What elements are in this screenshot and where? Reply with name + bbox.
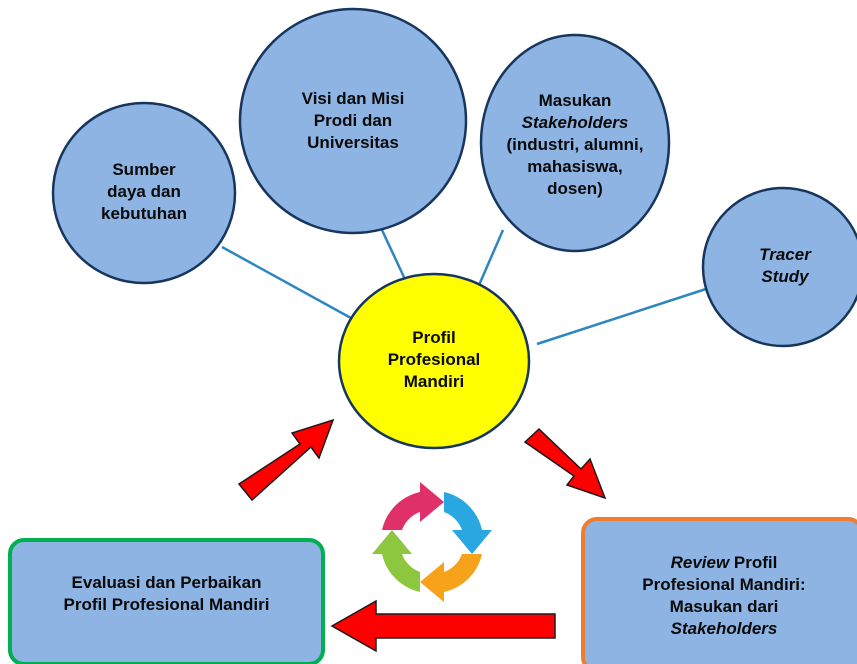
box-evaluasi-line-1: Evaluasi dan Perbaikan xyxy=(71,573,262,592)
box-evaluasi-line-2: Profil Profesional Mandiri xyxy=(63,595,270,614)
node-masukan-line-1: Masukan xyxy=(538,91,612,110)
connector-masukan xyxy=(474,229,505,293)
node-visi-circle xyxy=(238,7,468,235)
connectors xyxy=(221,229,707,346)
node-sumber-line-3: kebutuhan xyxy=(101,204,187,223)
cycle-segment-pink xyxy=(382,482,444,530)
box-evaluasi-rect xyxy=(8,538,325,664)
node-profil-line-1: Profil xyxy=(412,328,456,347)
node-masukan-circle xyxy=(479,33,671,253)
arrow-to-evaluasi xyxy=(330,599,556,653)
node-visi-line-3: Universitas xyxy=(307,133,399,152)
node-visi-line-2: Prodi dan xyxy=(313,111,393,130)
node-tracer-line-1: Tracer xyxy=(759,245,811,264)
node-profil-line-3: Mandiri xyxy=(403,372,465,391)
connector-tracer xyxy=(536,287,707,346)
box-review-label: Review Profil Profesional Mandiri: Masuk… xyxy=(598,548,850,644)
node-sumber-line-1: Sumber xyxy=(112,160,176,179)
box-evaluasi-label: Evaluasi dan Perbaikan Profil Profesiona… xyxy=(12,566,321,622)
node-sumber-line-2: daya dan xyxy=(107,182,181,201)
cycle-icon xyxy=(372,482,492,602)
node-masukan-label: Masukan Stakeholders (industri, alumni, … xyxy=(495,85,655,205)
node-tracer-label: Tracer Study xyxy=(735,236,835,296)
box-review-line-3: Masukan dari xyxy=(669,597,779,616)
cycle-segment-green xyxy=(372,530,420,592)
node-sumber-label: Sumber daya dan kebutuhan xyxy=(64,146,224,238)
node-masukan-line-3: (industri, alumni, xyxy=(506,135,644,154)
cycle-segment-orange xyxy=(420,554,482,602)
node-visi-label: Visi dan Misi Prodi dan Universitas xyxy=(263,75,443,167)
node-masukan-line-4: mahasiswa, xyxy=(527,157,623,176)
node-tracer-line-2: Study xyxy=(761,267,809,286)
box-review-rect xyxy=(581,517,857,664)
arrow-to-profil xyxy=(237,418,335,502)
node-tracer-circle xyxy=(701,186,857,348)
node-profil-line-2: Profesional xyxy=(387,350,481,369)
node-profil-circle xyxy=(337,272,531,450)
box-review-line-1-italic: Review xyxy=(670,553,730,572)
node-profil-label: Profil Profesional Mandiri xyxy=(359,320,509,400)
box-review-line-2: Profesional Mandiri: xyxy=(642,575,806,594)
connector-sumber xyxy=(221,245,361,325)
box-review-line-4: Stakeholders xyxy=(670,619,778,638)
node-masukan-line-2: Stakeholders xyxy=(521,113,629,132)
arrow-to-review xyxy=(523,427,607,500)
box-review-line-1-rest: Profil xyxy=(729,553,778,572)
box-review-line-1: Review Profil xyxy=(671,552,778,574)
node-masukan-line-5: dosen) xyxy=(547,179,603,198)
node-visi-line-1: Visi dan Misi xyxy=(301,89,405,108)
cycle-segment-blue xyxy=(444,492,492,554)
node-sumber-circle xyxy=(51,101,237,285)
